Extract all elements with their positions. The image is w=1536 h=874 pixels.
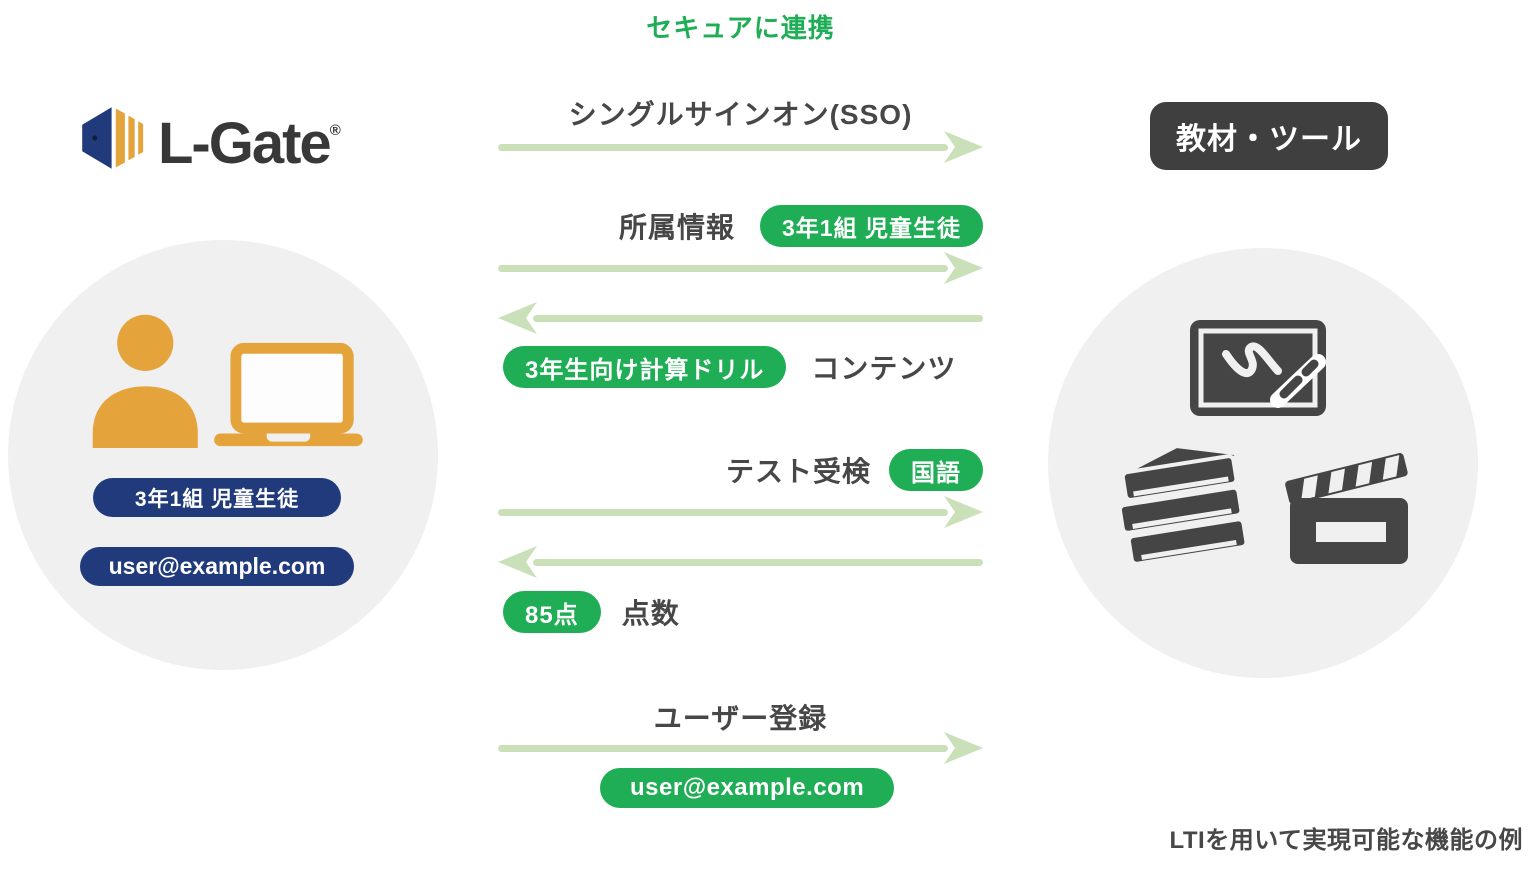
contents-badge: 3年生向け計算ドリル (503, 346, 787, 388)
user-circle (8, 240, 438, 670)
arrow-right-icon (498, 732, 983, 764)
score-row: 85点 点数 (503, 590, 988, 634)
arrow-left-icon (498, 546, 983, 578)
arrow-right-icon (498, 252, 983, 284)
arrow-left-icon (498, 302, 983, 334)
email-badge: user@example.com (80, 547, 354, 586)
class-badge: 3年1組 児童生徒 (93, 478, 341, 517)
affiliation-row: 所属情報 3年1組 児童生徒 (498, 204, 983, 248)
affiliation-badge: 3年1組 児童生徒 (760, 205, 983, 247)
sso-label: シングルサインオン(SSO) (568, 99, 913, 130)
lgate-logo: L-Gate® (78, 96, 341, 179)
test-label: テスト受検 (725, 456, 871, 487)
contents-row: 3年生向け計算ドリル コンテンツ (503, 345, 988, 389)
arrow-right-icon (498, 496, 983, 528)
contents-label: コンテンツ (811, 353, 957, 384)
person-icon (92, 314, 198, 448)
test-row: テスト受検 国語 (498, 448, 983, 492)
register-label: ユーザー登録 (653, 703, 828, 734)
score-label: 点数 (621, 598, 680, 629)
registered-mark: ® (329, 122, 341, 139)
person-laptop-icon (92, 314, 363, 448)
laptop-icon (214, 342, 363, 447)
clapperboard-icon (1285, 453, 1408, 564)
affiliation-label: 所属情報 (619, 212, 736, 243)
tools-circle (1048, 248, 1478, 678)
tablet-icon (1190, 320, 1326, 416)
lgate-wordmark: L-Gate® (158, 111, 341, 176)
lgate-logo-icon (82, 106, 144, 169)
score-badge: 85点 (503, 591, 601, 633)
test-badge: 国語 (889, 449, 983, 491)
tools-title-pill: 教材・ツール (1150, 102, 1388, 170)
secure-link-title: セキュアに連携 (646, 13, 835, 43)
arrow-right-icon (498, 131, 983, 163)
footer-caption: LTIを用いて実現可能な機能の例 (1169, 827, 1523, 854)
books-icon (1117, 448, 1249, 566)
register-badge: user@example.com (600, 768, 895, 808)
